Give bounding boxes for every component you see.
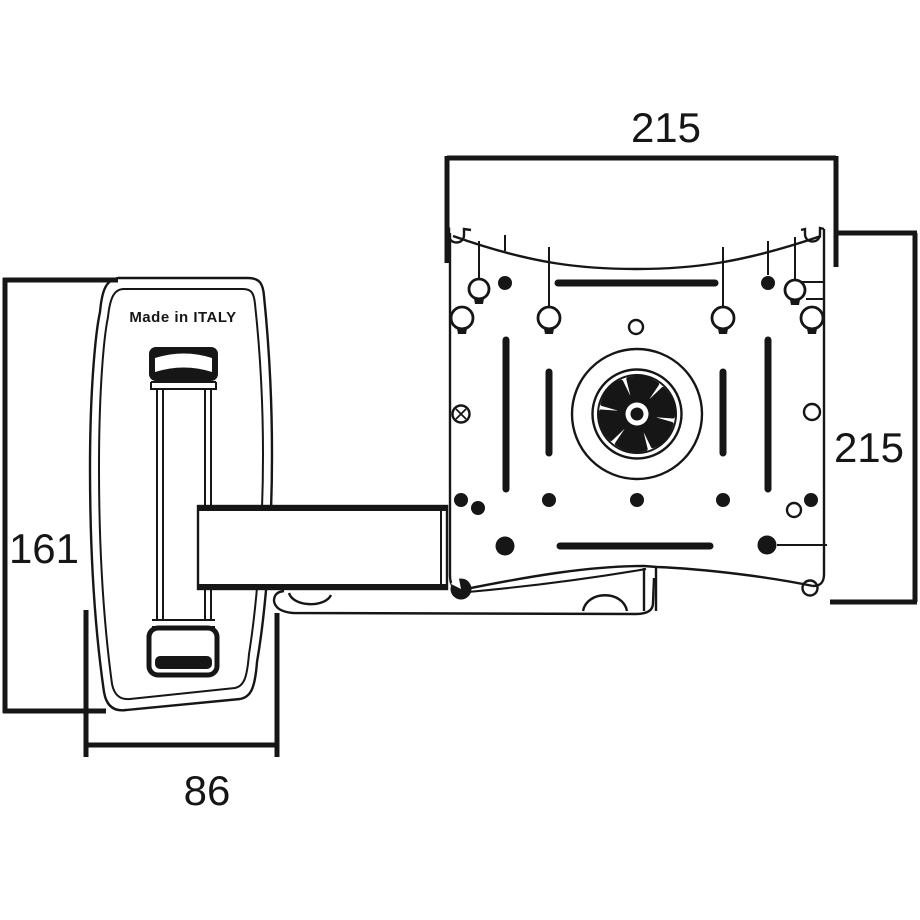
keyhole-leader-lines [478,235,827,546]
dimension-annotations: 215 215 161 86 [2,104,918,814]
screw-holes-open [627,318,822,597]
dim-top-lines [444,155,839,267]
plate-corner-notch-right [800,226,825,243]
plate-top-curve [452,234,822,271]
channel-top-cap-highlight [155,353,212,372]
lower-arm-outline [272,577,656,616]
dim-right-value: 215 [834,424,904,471]
dim-right-lines [830,230,918,605]
tilt-knob [570,347,704,481]
made-in-italy-label: Made in ITALY [129,309,236,326]
bracket-outer-outline [88,276,274,712]
screw-holes-filled [454,276,818,556]
dim-top-value: 215 [631,104,701,151]
dim-bottom-lines [83,610,280,757]
lower-arm-sweep-edge [467,568,647,593]
lower-arm-dome [581,594,629,612]
dim-left-lines [2,277,118,714]
channel-bottom-cap-fill [155,656,212,669]
dim-bottom-value: 86 [184,767,231,814]
lower-arm-left-notch [287,592,333,606]
bracket-inner-outline [97,288,265,701]
channel-rail-left [156,390,164,621]
knob-center-hole [630,407,644,421]
plate-bottom-edge [460,564,814,592]
upper-arm [196,504,449,591]
plate-right-edge [812,229,826,588]
vesa-plate [445,226,827,600]
wall-bracket: Made in ITALY [88,276,274,712]
channel-top-flange [150,381,217,390]
upper-arm-body [196,504,449,591]
cross-screw [451,404,471,424]
lower-arm [272,568,658,616]
pivot-screw [450,578,472,600]
plate-hinge-tabs [642,568,658,611]
dim-left-value: 161 [9,525,79,572]
adjustment-slots [502,279,772,493]
keyhole-slots [449,277,825,334]
